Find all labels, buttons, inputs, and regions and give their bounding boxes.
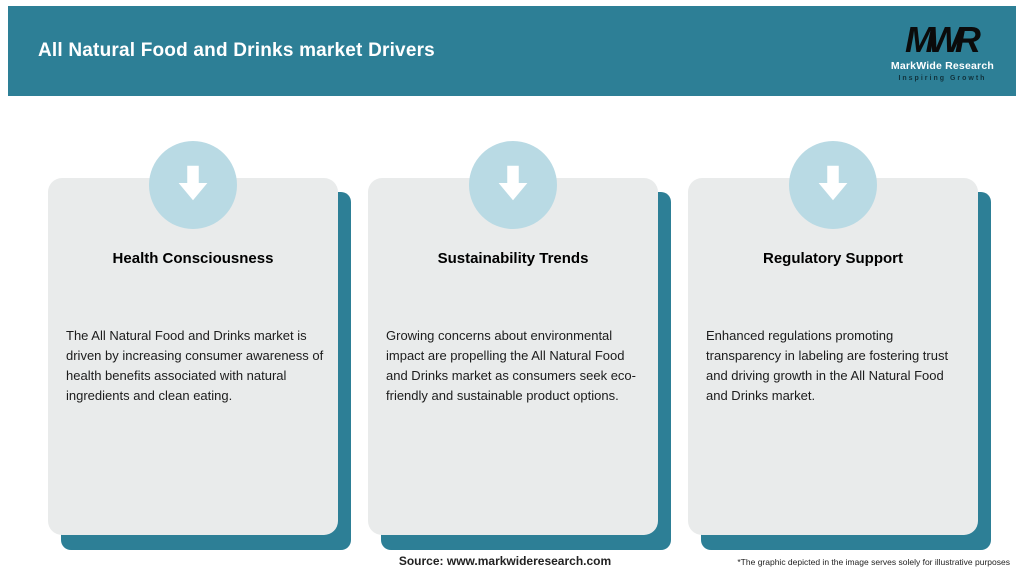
card-panel: Regulatory Support Enhanced regulations … [688,141,978,535]
logo-mwr-monogram: MWR [904,19,981,61]
card-icon-circle [149,141,237,229]
markwide-research-logo: MWR MarkWide Research Inspiring Growth [891,22,994,82]
card-icon-circle [469,141,557,229]
down-arrow-icon [170,160,216,211]
source-attribution: Source: www.markwideresearch.com [398,554,612,568]
card-body-text: Enhanced regulations promoting transpare… [706,328,949,404]
card-title: Regulatory Support [762,250,903,267]
card-body-text: Growing concerns about environmental imp… [386,328,636,404]
card-panel: Health Consciousness The All Natural Foo… [48,141,338,535]
down-arrow-icon [490,160,536,211]
logo-company-name: MarkWide Research [890,60,994,73]
logo-tagline: Inspiring Growth [898,74,987,82]
card-panel: Sustainability Trends Growing concerns a… [368,141,658,535]
card-title: Health Consciousness [112,250,274,267]
disclaimer-text: *The graphic depicted in the image serve… [737,557,1010,567]
driver-card-health-consciousness: Health Consciousness The All Natural Foo… [48,141,351,550]
card-icon-circle [789,141,877,229]
card-body-text: The All Natural Food and Drinks market i… [66,328,324,404]
header-bar: All Natural Food and Drinks market Drive… [8,6,1016,96]
card-title: Sustainability Trends [437,250,589,267]
down-arrow-icon [810,160,856,211]
driver-card-sustainability-trends: Sustainability Trends Growing concerns a… [368,141,671,550]
page-title: All Natural Food and Drinks market Drive… [38,40,435,61]
driver-card-regulatory-support: Regulatory Support Enhanced regulations … [688,141,991,550]
